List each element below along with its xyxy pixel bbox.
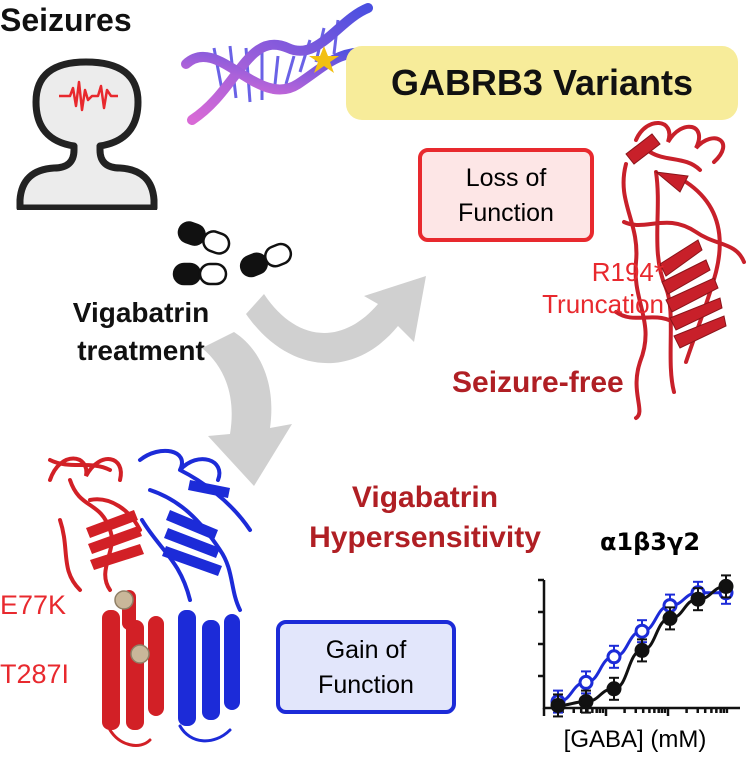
data-point <box>690 591 706 607</box>
eeg-trace-icon <box>59 80 118 112</box>
hypersensitivity-line2: Hypersensitivity <box>309 521 541 554</box>
data-point <box>578 694 594 710</box>
data-point <box>634 623 650 639</box>
data-point <box>718 578 734 594</box>
gain-of-function-box: Gain of Function <box>276 620 456 714</box>
gabrb3-variants-banner: GABRB3 Variants <box>346 46 738 120</box>
person-icon <box>16 58 158 210</box>
dna-helix-icon <box>181 3 378 125</box>
truncation-label: Truncation <box>542 289 664 319</box>
seizures-label: Seizures <box>0 2 132 38</box>
dose-response-chart <box>538 574 740 718</box>
receptor-structure-icon <box>48 449 252 747</box>
pills-icon <box>172 221 293 286</box>
t287i-label: T287I <box>0 659 70 689</box>
loss-of-function-box: Loss of Function <box>418 148 594 242</box>
treatment-label: treatment <box>77 335 205 366</box>
chart-xlabel: [GABA] (mM) <box>563 726 707 753</box>
data-point <box>606 649 622 665</box>
r194-truncation-label: R194* Truncation <box>484 256 664 320</box>
vigabatrin-label: Vigabatrin <box>72 297 210 328</box>
gain-of-function-line1: Gain of <box>325 636 407 664</box>
data-point <box>634 642 650 658</box>
loss-of-function-line1: Loss of <box>465 164 547 192</box>
gray-arrows <box>202 276 426 486</box>
t287i-site-icon <box>130 644 150 664</box>
loss-of-function-line2: Function <box>458 199 554 227</box>
chart-title: α1β3γ2 <box>599 528 701 556</box>
truncated-protein-icon <box>614 121 746 420</box>
data-point <box>578 674 594 690</box>
data-point <box>662 610 678 626</box>
hypersensitivity-line1: Vigabatrin <box>351 481 499 514</box>
arrow-to-loss-icon <box>246 276 426 364</box>
vigabatrin-treatment-label: Vigabatrin treatment <box>46 294 236 370</box>
vigabatrin-hypersensitivity-label: Vigabatrin Hypersensitivity <box>280 478 570 558</box>
seizure-free-label: Seizure-free <box>452 366 624 399</box>
e77k-site-icon <box>114 590 134 610</box>
r194-label: R194* <box>591 257 664 287</box>
arrow-to-gain-icon <box>202 332 292 486</box>
e77k-label: E77K <box>0 590 67 620</box>
data-point <box>550 697 566 713</box>
data-point <box>606 681 622 697</box>
gain-of-function-line2: Function <box>318 671 414 699</box>
series-1 <box>550 574 734 718</box>
mutation-star-icon <box>309 46 339 73</box>
